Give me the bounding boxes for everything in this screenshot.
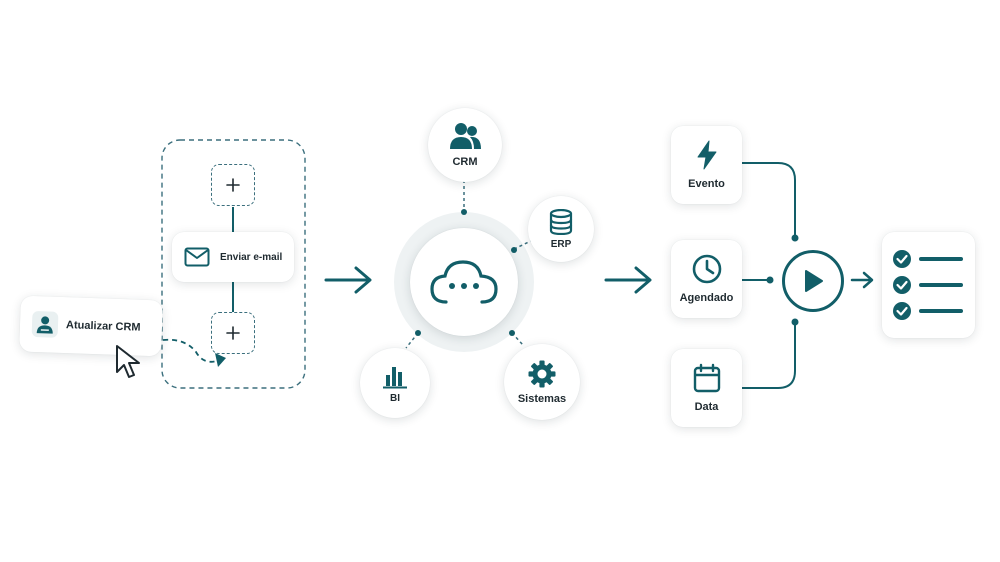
trigger-evento[interactable]: Evento (671, 126, 742, 204)
mail-icon (184, 247, 210, 267)
cloud-icon (428, 256, 500, 308)
trigger-agendado[interactable]: Agendado (671, 240, 742, 318)
step-crm-label: Atualizar CRM (65, 319, 141, 334)
calendar-icon (693, 363, 721, 393)
result-checklist (882, 232, 975, 338)
hub-node-label: CRM (452, 156, 478, 168)
user-icon (31, 310, 59, 338)
hub-node-erp[interactable]: ERP (528, 196, 594, 262)
trigger-data[interactable]: Data (671, 349, 742, 427)
hub-node-crm[interactable]: CRM (428, 108, 502, 182)
step-email-label: Enviar e-mail (220, 251, 283, 263)
checklist-icon (891, 247, 967, 323)
bar-chart-icon (381, 363, 409, 389)
run-button[interactable] (782, 250, 844, 312)
trigger-label: Data (694, 401, 719, 413)
add-step-button-bottom[interactable] (211, 312, 255, 354)
users-icon (448, 122, 482, 150)
hub-node-label: Sistemas (517, 393, 567, 405)
trigger-label: Agendado (679, 292, 734, 304)
trigger-label: Evento (688, 178, 725, 190)
hub-node-label: BI (390, 392, 400, 404)
step-update-crm[interactable]: Atualizar CRM (19, 295, 163, 357)
gear-icon (527, 359, 557, 389)
database-icon (549, 208, 573, 235)
cursor-icon (114, 344, 144, 380)
plus-icon (226, 178, 240, 192)
plus-icon (226, 326, 240, 340)
clock-icon (692, 254, 722, 284)
step-send-email[interactable]: Enviar e-mail (172, 232, 294, 282)
hub-node-sistemas[interactable]: Sistemas (504, 344, 580, 420)
lightning-icon (696, 140, 718, 170)
hub-node-bi[interactable]: BI (360, 348, 430, 418)
hub-node-label: ERP (550, 238, 572, 250)
hub-center[interactable] (410, 228, 518, 336)
play-icon (802, 269, 824, 293)
add-step-button-top[interactable] (211, 164, 255, 206)
